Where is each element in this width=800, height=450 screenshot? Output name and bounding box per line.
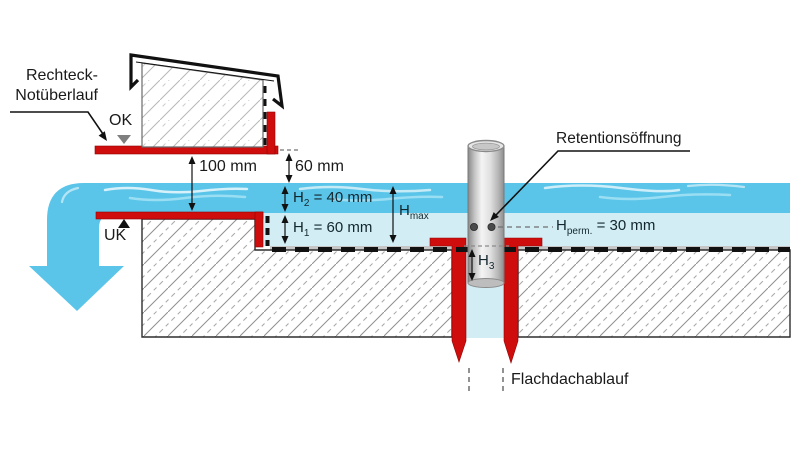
h1-sub: 1 xyxy=(303,228,310,239)
parapet-block xyxy=(141,62,264,148)
dimension-hmax-label: Hmax xyxy=(399,202,429,222)
dimension-h2-label: H2 = 40 mm xyxy=(293,189,373,209)
drain-liner-left xyxy=(429,237,467,363)
retention-leader-arrowhead xyxy=(490,212,499,221)
dim-h1-arrow xyxy=(281,215,289,244)
uk-bottom-edge-label: UK xyxy=(104,227,127,244)
ok-top-edge-label: OK xyxy=(109,112,133,129)
overflow-leader-arrowhead xyxy=(98,131,107,141)
dimension-100mm-label: 100 mm xyxy=(199,158,257,175)
h1-base: H xyxy=(293,219,304,236)
h2-sub: 2 xyxy=(303,198,310,209)
retention-opening-label: Retentionsöffnung xyxy=(556,130,682,147)
dim-h2-arrow xyxy=(281,186,289,212)
dim-hmax-arrow xyxy=(389,186,397,243)
retention-hole-left xyxy=(469,222,478,231)
leader-lines xyxy=(10,111,690,221)
parapet-cap-flashing xyxy=(129,53,285,110)
dim-h3-arrow xyxy=(468,249,476,281)
upper-deck-membrane xyxy=(95,211,264,220)
h2-rest: = 40 mm xyxy=(309,189,373,206)
dim-100mm-arrow xyxy=(188,156,196,211)
emergency-overflow-label-line1: Rechteck- xyxy=(25,67,98,84)
retention-leader-line xyxy=(495,150,690,216)
h3-sub: 3 xyxy=(488,261,495,272)
dimension-hperm-label: Hperm. = 30 mm xyxy=(556,217,656,237)
water-wave-highlights xyxy=(60,183,746,204)
flat-roof-drain-label: Flachdachablauf xyxy=(511,371,629,388)
h3-base: H xyxy=(478,252,489,269)
pipe-bottom-edge xyxy=(467,278,505,288)
dimension-arrows xyxy=(188,153,476,281)
parapet-cap-inner-line xyxy=(135,61,275,82)
concrete-slab-right xyxy=(517,249,791,338)
pipe-top-opening xyxy=(472,142,500,151)
hperm-sub: perm. xyxy=(566,226,593,237)
h2-base: H xyxy=(293,189,304,206)
emergency-overflow-label-line2: Notüberlauf xyxy=(15,87,98,104)
hmax-base: H xyxy=(399,202,410,219)
h1-rest: = 60 mm xyxy=(309,219,373,236)
overflow-leader-line xyxy=(10,111,104,135)
drain-standpipe xyxy=(467,145,505,284)
ok-marker-triangle xyxy=(117,135,131,144)
parapet-side-membrane xyxy=(266,111,276,155)
step-face-membrane xyxy=(254,211,264,248)
hmax-sub: max xyxy=(409,211,429,222)
hperm-rest: = 30 mm xyxy=(592,217,656,234)
dimension-60mm-label: 60 mm xyxy=(295,158,344,175)
dimension-h3-label: H3 xyxy=(478,252,495,272)
retention-hole-right xyxy=(487,222,496,231)
overflow-water-arrow xyxy=(29,183,790,311)
dimension-h1-label: H1 = 60 mm xyxy=(293,219,373,239)
emergency-overflow-label: Rechteck- Notüberlauf xyxy=(6,66,98,106)
dim-60mm-arrow xyxy=(285,153,293,183)
hperm-base: H xyxy=(556,217,567,234)
uk-marker-triangle xyxy=(118,219,130,228)
